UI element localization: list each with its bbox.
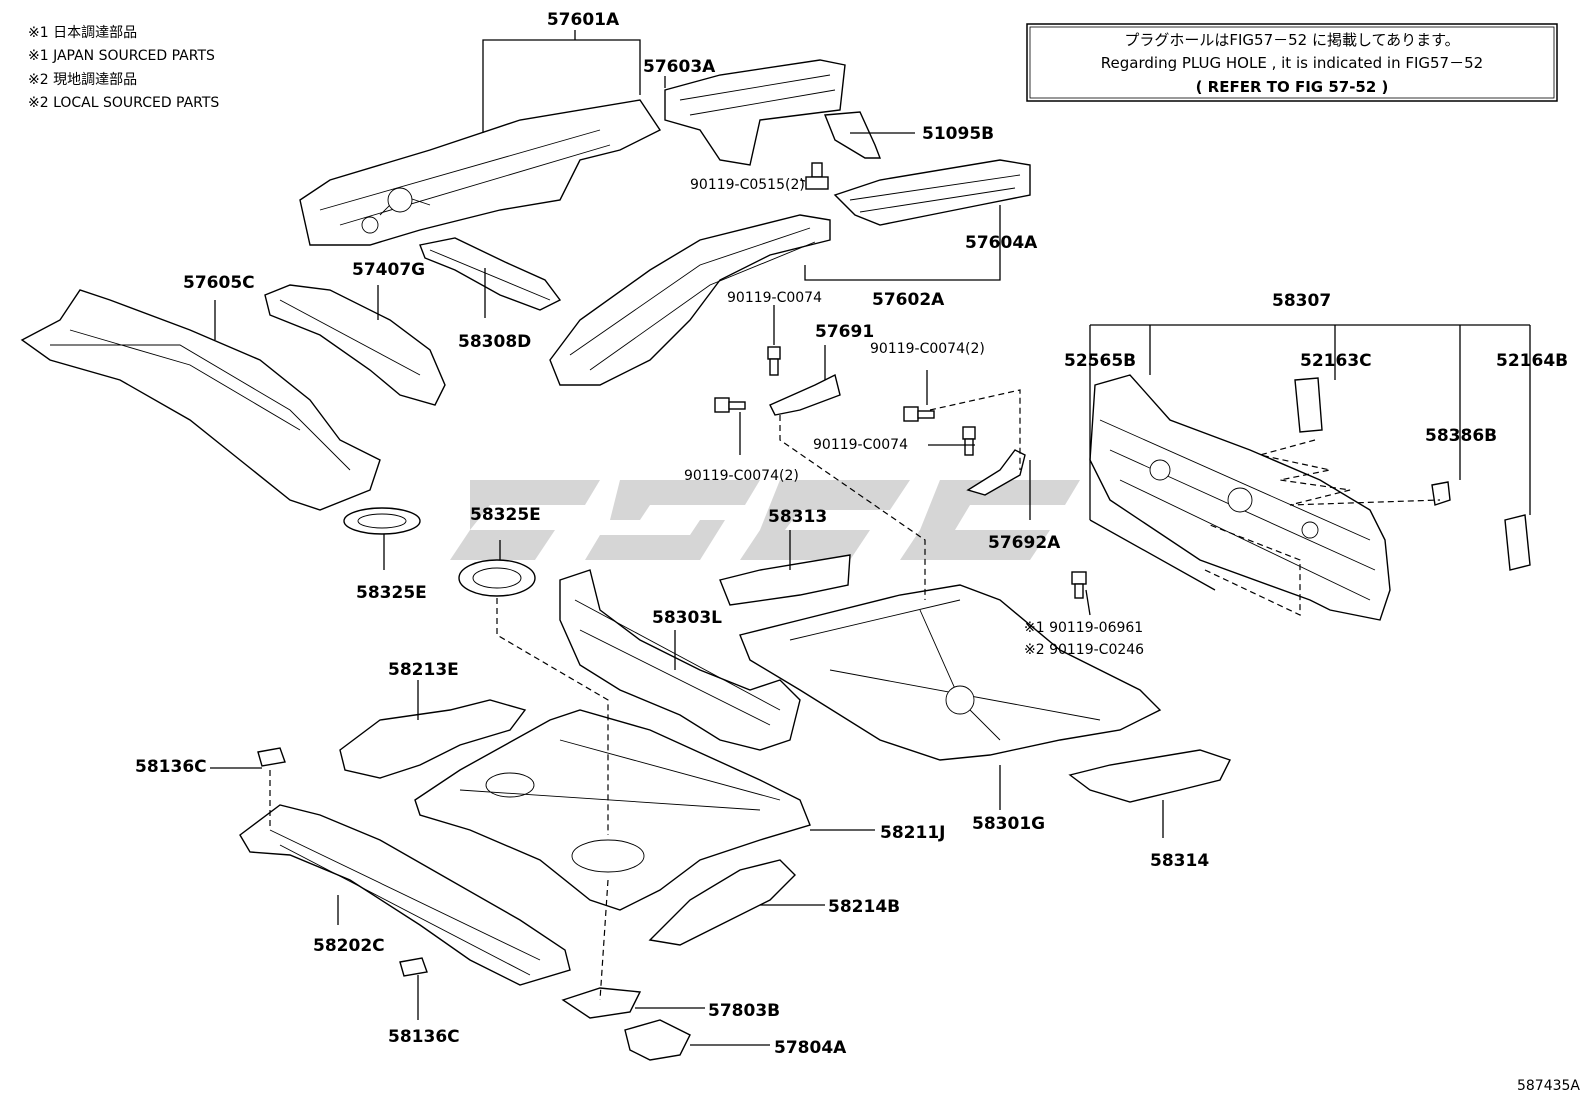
label-57692A: 57692A <box>988 533 1061 553</box>
part-58202C-drawing <box>239 804 571 986</box>
label-58136C-a: 58136C <box>135 757 207 777</box>
label-57601A: 57601A <box>547 10 620 30</box>
label-58313: 58313 <box>768 507 827 527</box>
label-52163C: 52163C <box>1300 351 1372 371</box>
bolt-90119-C0074-2a <box>714 397 746 413</box>
label-58307: 58307 <box>1272 291 1331 311</box>
label-90119-C0074-2b: 90119-C0074(2) <box>684 468 799 484</box>
label-90119-C0246: ※2 90119-C0246 <box>1024 642 1144 658</box>
part-58386B-drawing <box>1431 481 1451 506</box>
label-90119-C0074-b: 90119-C0074 <box>813 437 908 453</box>
part-58136C-b-drawing <box>399 957 428 977</box>
label-57803B: 57803B <box>708 1001 780 1021</box>
note-line-3: ( REFER TO FIG 57-52 ) <box>1196 78 1389 96</box>
label-90119-C0515: 90119-C0515(2) <box>690 177 805 193</box>
note-line-1: プラグホールはFIG57－52 に掲載してあります。 <box>1124 31 1459 49</box>
part-57803B-drawing <box>561 987 642 1019</box>
label-58386B: 58386B <box>1425 426 1497 446</box>
part-57604A-drawing <box>833 159 1031 226</box>
label-90119-C0074-2a: 90119-C0074(2) <box>870 341 985 357</box>
label-51095B: 51095B <box>922 124 994 144</box>
label-58308D: 58308D <box>458 332 531 352</box>
part-57605C-drawing <box>20 289 381 511</box>
label-58325E-a: 58325E <box>356 583 427 603</box>
bolt-90119-C0074-2b <box>903 406 935 422</box>
assembly-dash-lines <box>269 389 1441 1001</box>
part-58213E-drawing <box>339 699 527 779</box>
label-57604A: 57604A <box>965 233 1038 253</box>
bolt-90119-C0074-b <box>962 426 976 456</box>
label-58325E-b: 58325E <box>470 505 541 525</box>
label-52565B: 52565B <box>1064 351 1136 371</box>
part-58303L-drawing <box>559 569 801 751</box>
label-58213E: 58213E <box>388 660 459 680</box>
reference-note: プラグホールはFIG57－52 に掲載してあります。 Regarding PLU… <box>1026 23 1558 102</box>
part-52164B-drawing <box>1504 514 1531 571</box>
part-51095B-drawing <box>823 111 882 159</box>
label-58301G: 58301G <box>972 814 1045 834</box>
part-57804A-drawing <box>624 1019 691 1061</box>
figure-id: 587435A <box>1517 1078 1580 1094</box>
part-57603A-drawing <box>664 59 846 166</box>
part-58136C-a-drawing <box>257 747 286 767</box>
part-58307-drawing <box>1089 374 1391 621</box>
bolt-90119-C0074-a <box>767 346 781 376</box>
part-58325E-a-drawing <box>343 507 421 535</box>
label-90119-06961: ※1 90119-06961 <box>1024 620 1143 636</box>
label-57804A: 57804A <box>774 1038 847 1058</box>
note-line-2: Regarding PLUG HOLE , it is indicated in… <box>1101 54 1483 72</box>
label-57605C: 57605C <box>183 273 255 293</box>
part-52163C-drawing <box>1294 377 1323 433</box>
part-58325E-b-drawing <box>458 559 536 597</box>
part-57407G-drawing <box>264 284 446 406</box>
label-58214B: 58214B <box>828 897 900 917</box>
legend-line-3: ※2 現地調達部品 <box>28 72 137 88</box>
part-58301G-drawing <box>739 584 1162 761</box>
label-90119-C0074-a: 90119-C0074 <box>727 290 822 306</box>
part-58214B-drawing <box>648 859 796 946</box>
legend-line-1: ※1 日本調達部品 <box>28 25 137 41</box>
label-57407G: 57407G <box>352 260 425 280</box>
label-58314: 58314 <box>1150 851 1209 871</box>
part-57692A-drawing <box>966 449 1026 496</box>
label-57602A: 57602A <box>872 290 945 310</box>
label-52164B: 52164B <box>1496 351 1568 371</box>
part-58314-drawing <box>1068 749 1231 803</box>
bolt-90119-C0515 <box>805 162 829 190</box>
bolt-90119-06961 <box>1071 571 1087 599</box>
legend-line-2: ※1 JAPAN SOURCED PARTS <box>28 48 215 64</box>
part-58211J-drawing <box>414 709 811 911</box>
part-58308D-drawing <box>419 237 562 311</box>
part-58313-drawing <box>719 554 851 606</box>
part-57691-drawing <box>769 373 841 416</box>
label-58136C-b: 58136C <box>388 1027 460 1047</box>
legend-line-4: ※2 LOCAL SOURCED PARTS <box>28 95 219 111</box>
label-57603A: 57603A <box>643 57 716 77</box>
part-labels: 57601A 57603A 51095B 90119-C0515(2) 5760… <box>135 10 1568 1058</box>
label-58211J: 58211J <box>880 823 945 843</box>
part-57601A-drawing <box>299 99 662 246</box>
part-57602A-drawing <box>549 214 831 386</box>
leader-lines <box>210 30 1531 1046</box>
label-58303L: 58303L <box>652 608 722 628</box>
legend: ※1 日本調達部品 ※1 JAPAN SOURCED PARTS ※2 現地調達… <box>28 25 219 111</box>
label-58202C: 58202C <box>313 936 385 956</box>
label-57691: 57691 <box>815 322 874 342</box>
